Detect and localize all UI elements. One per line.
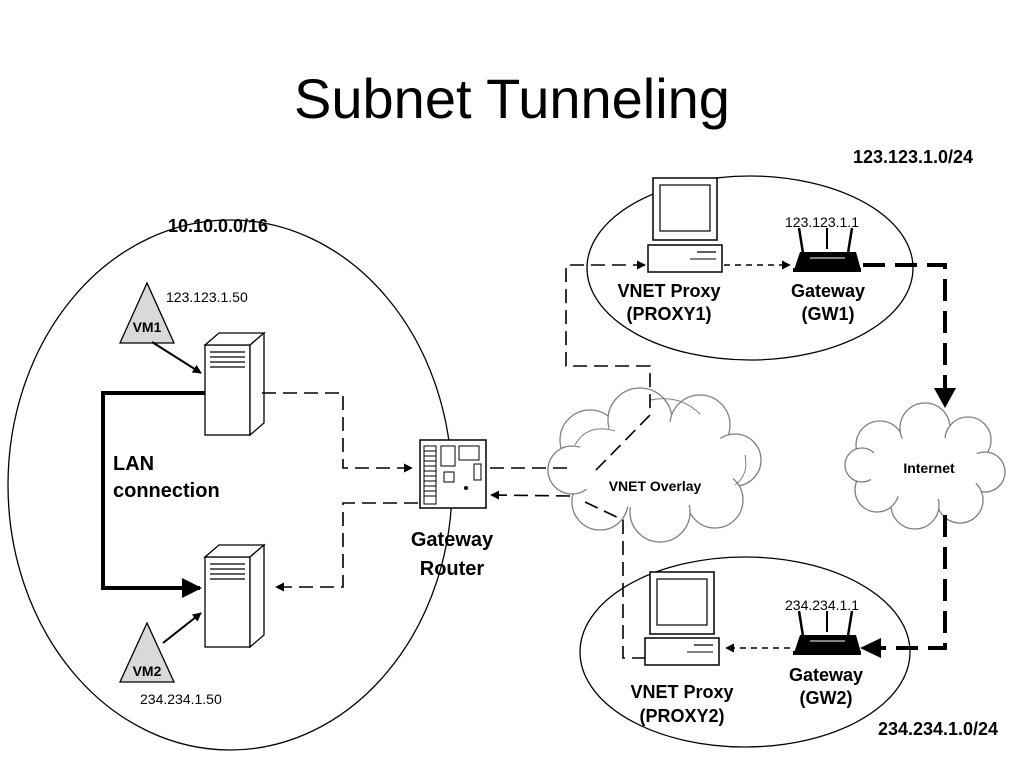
gw1-label-line2: (GW1) <box>802 304 855 324</box>
router-icon <box>419 439 487 509</box>
overlay-to-proxy1-link <box>565 260 651 471</box>
lan-subnet-label: 10.10.0.0/16 <box>168 216 268 236</box>
overlay-to-proxy2-link <box>584 501 648 659</box>
internet-to-gw2-arrowhead <box>860 638 881 658</box>
vm2-link <box>162 612 202 644</box>
server-icon <box>203 543 266 649</box>
proxy2-label-line1: VNET Proxy <box>630 682 733 702</box>
gw1-label-line1: Gateway <box>791 281 865 301</box>
gw1-to-internet-link <box>863 263 947 400</box>
internet-label: Internet <box>903 460 955 476</box>
proxy1-label-line1: VNET Proxy <box>617 281 720 301</box>
wireless-gateway-icon <box>793 610 861 655</box>
site1-subnet-ellipse <box>586 175 914 361</box>
vnet-overlay-label: VNET Overlay <box>609 478 702 494</box>
cloud-icon <box>844 402 1006 530</box>
internet-to-gw2-link <box>878 515 947 650</box>
vm1-ip: 123.123.1.50 <box>166 289 248 305</box>
computer-icon <box>644 571 720 666</box>
server1-to-router-link <box>262 392 413 473</box>
gateway-router-label-line1: Gateway <box>411 529 494 551</box>
site2-subnet-label: 234.234.1.0/24 <box>878 719 998 739</box>
vm2-label: VM2 <box>133 663 162 679</box>
gw1-to-internet-arrowhead <box>934 388 956 408</box>
overlay-to-router-link <box>490 490 571 500</box>
vm1-link <box>151 341 202 374</box>
router-to-server2-link <box>275 502 418 592</box>
lan-connection-line <box>101 391 205 598</box>
gw2-label-line2: (GW2) <box>800 688 853 708</box>
gw2-ip: 234.234.1.1 <box>785 597 859 613</box>
vm2-ip: 234.234.1.50 <box>140 691 222 707</box>
vm1-label: VM1 <box>133 319 162 335</box>
server-icon <box>203 331 266 437</box>
lan-connection-label-line2: connection <box>113 480 220 502</box>
vm-triangle-icon: VM2 <box>118 621 176 683</box>
computer-icon <box>647 177 723 273</box>
gateway-router-label-line2: Router <box>420 558 485 580</box>
site1-subnet-label: 123.123.1.0/24 <box>853 147 973 167</box>
vm-triangle-icon: VM1 <box>118 281 176 344</box>
cloud-icon <box>547 387 762 543</box>
wireless-gateway-icon <box>793 227 861 272</box>
lan-connection-label-line1: LAN <box>113 453 154 475</box>
proxy1-label-line2: (PROXY1) <box>626 304 711 324</box>
proxy2-label-line2: (PROXY2) <box>639 706 724 726</box>
gw2-label-line1: Gateway <box>789 665 863 685</box>
page-title: Subnet Tunneling <box>294 67 730 130</box>
gw1-ip: 123.123.1.1 <box>785 214 859 230</box>
site2-subnet-ellipse <box>579 556 911 748</box>
